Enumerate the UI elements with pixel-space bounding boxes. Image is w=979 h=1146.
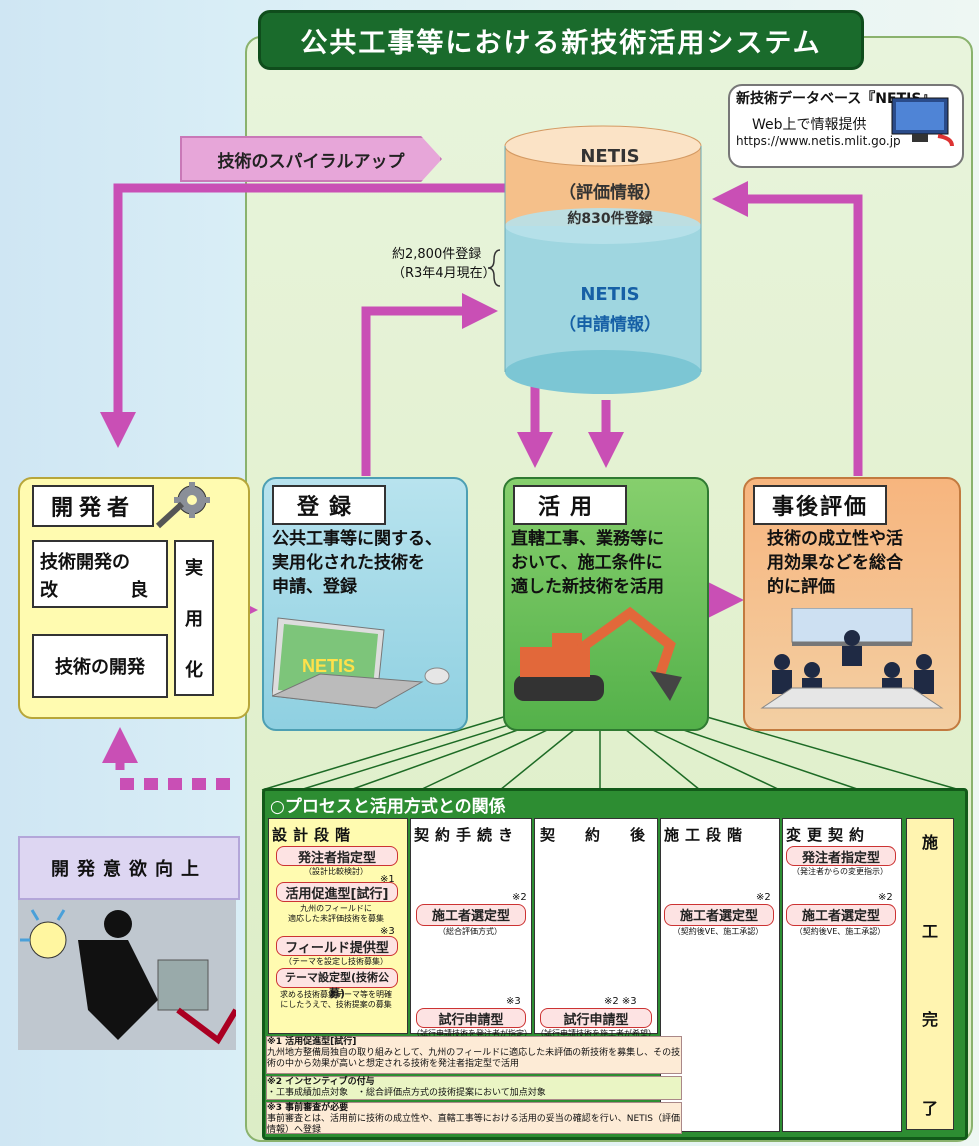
note-mark: ※3 [506, 996, 521, 1007]
lightbulb-person-icon [18, 900, 236, 1050]
evaluation-body: 技術の成立性や活 用効果などを総合 的に評価 [767, 527, 903, 599]
motivation-label: 開発意欲向上 [18, 836, 240, 900]
note-mark: ※2 [878, 892, 893, 903]
trial-application-sub: （試行申請技術を発注者が指定） [412, 1029, 532, 1038]
arrow-to-apply-info [361, 293, 498, 476]
arrow-to-eval-info [712, 181, 863, 476]
evaluation-body-line: 技術の成立性や活 [767, 529, 903, 549]
note-3-head: ※3 事前審査が必要 [267, 1103, 349, 1113]
column-after-contract [534, 818, 658, 1034]
utilize-title: 活用 [513, 485, 627, 525]
evaluation-title: 事後評価 [753, 485, 887, 525]
register-body-line: 実用化された技術を [272, 553, 425, 573]
excavator-icon [514, 606, 682, 701]
spiral-up-banner: 技術のスパイラルアップ [180, 136, 442, 182]
db-callout-line: Web上で情報提供 [752, 117, 867, 133]
improve-line2a: 改 [40, 580, 58, 601]
end-char: 施 [921, 833, 938, 852]
utilize-body-line: おいて、施工条件に [511, 553, 663, 573]
theme-setting-pill: テーマ設定型(技術公募) [276, 968, 398, 1000]
trial-application-after-pill: 試行申請型 [540, 1008, 652, 1028]
end-char: 工 [921, 921, 938, 941]
note-mark: ※2 ※3 [604, 996, 637, 1007]
utilize-body-line: 適した新技術を活用 [511, 577, 664, 597]
tech-improvement-box: 技術開発の 改 良 [32, 540, 168, 608]
practical-char: 実 [185, 558, 203, 580]
gear-wrench-icon [155, 482, 210, 529]
note-mark: ※3 [380, 926, 395, 937]
owner-designated-sub: （設計比較検討） [304, 867, 368, 876]
netis-url-link[interactable]: https://www.netis.mlit.go.jp [736, 134, 901, 148]
laptop-icon: NETIS [272, 617, 450, 709]
column-head-construction: 施工段階 [664, 826, 749, 844]
process-title: ○プロセスと活用方式との関係 [270, 797, 506, 817]
construction-selection-sub: （契約後VE、施工承認） [672, 927, 764, 936]
note-2-head: ※2 インセンティブの付与 [267, 1077, 375, 1087]
evaluation-body-line: 用効果などを総合 [767, 553, 903, 573]
registration-count: 約2,800件登録 [392, 247, 482, 262]
construction-complete-column: 施 工 完 了 [906, 818, 954, 1130]
netis-cylinder [504, 125, 702, 394]
note-1-body: 九州地方整備局独自の取り組みとして、九州のフィールドに適応した未評価の新技術を募… [267, 1048, 681, 1069]
evaluation-body-line: 的に評価 [767, 577, 835, 597]
owner-designated-pill: 発注者指定型 [276, 846, 398, 866]
practical-char: 用 [185, 608, 203, 630]
note-1: ※1 活用促進型[試行] 九州地方整備局独自の取り組みとして、九州のフィールドに… [266, 1036, 682, 1074]
register-title: 登録 [272, 485, 386, 525]
column-head-design: 設計段階 [272, 826, 357, 844]
note-2-body: ・工事成績加点対象 ・総合評価点方式の技術提案において加点対象 [267, 1088, 546, 1098]
promotion-trial-pill: 活用促進型[試行] [276, 882, 398, 902]
practical-use-column: 実 用 化 [174, 540, 214, 696]
column-head-contract: 契約手続き [414, 826, 520, 844]
netis-eval-label: （評価情報） [559, 183, 661, 203]
tech-development-box: 技術の開発 [32, 634, 168, 698]
registration-date: （R3年4月現在） [392, 266, 496, 281]
field-provision-pill: フィールド提供型 [276, 936, 398, 956]
change-selection-sub: （契約後VE、施工承認） [794, 927, 886, 936]
change-selection-pill: 施工者選定型 [786, 904, 896, 926]
note-mark: ※2 [512, 892, 527, 903]
db-callout-title: 新技術データベース『NETIS』 [736, 91, 936, 107]
note-mark: ※1 [380, 874, 395, 885]
change-owner-pill: 発注者指定型 [786, 846, 896, 866]
trial-application-pill: 試行申請型 [416, 1008, 526, 1028]
construction-selection-pill: 施工者選定型 [664, 904, 774, 926]
contractor-selection-sub: （総合評価方式） [438, 927, 502, 936]
register-body-line: 公共工事等に関する、 [272, 529, 442, 549]
column-head-change: 変更契約 [786, 826, 871, 844]
field-provision-sub: （テーマを設定し技術募集） [284, 957, 388, 966]
improve-line1: 技術開発の [40, 552, 130, 573]
contractor-selection-pill: 施工者選定型 [416, 904, 526, 926]
promotion-trial-sub: 九州のフィールドに 適応した未評価技術を募集 [288, 904, 384, 923]
change-owner-sub: （発注者からの変更指示） [792, 867, 888, 876]
theme-setting-sub: 求める技術募集テーマ等を明確 にしたうえで、技術提案の募集 [280, 990, 392, 1009]
netis-apply-name: NETIS [580, 284, 640, 305]
note-3: ※3 事前審査が必要 事前審査とは、活用前に技術の成立性や、直轄工事等における活… [266, 1102, 682, 1135]
improve-line2b: 良 [130, 580, 148, 601]
trial-application-after-sub: （試行申請技術を施工者が希望） [536, 1029, 656, 1038]
netis-eval-name: NETIS [580, 146, 640, 167]
utilize-body: 直轄工事、業務等に おいて、施工条件に 適した新技術を活用 [511, 527, 664, 599]
page-title: 公共工事等における新技術活用システム [258, 10, 864, 70]
developer-title: 開発者 [32, 485, 154, 527]
arrow-to-developer [100, 183, 505, 448]
note-2: ※2 インセンティブの付与 ・工事成績加点対象 ・総合評価点方式の技術提案におい… [266, 1076, 682, 1100]
meeting-icon [760, 608, 944, 709]
practical-char: 化 [185, 659, 203, 681]
note-1-head: ※1 活用促進型[試行] [267, 1037, 357, 1047]
column-contract [410, 818, 532, 1034]
netis-apply-label: （申請情報） [559, 315, 661, 335]
utilize-body-line: 直轄工事、業務等に [511, 529, 664, 549]
note-3-body: 事前審査とは、活用前に技術の成立性や、直轄工事等における活用の妥当の確認を行い、… [267, 1114, 681, 1135]
netis-eval-count: 約830件登録 [567, 211, 653, 227]
note-mark: ※2 [756, 892, 771, 903]
column-change [782, 818, 902, 1132]
register-body-line: 申請、登録 [272, 577, 357, 597]
end-char: 了 [921, 1098, 938, 1118]
laptop-screen-text: NETIS [302, 656, 355, 676]
computer-monitor-icon [891, 97, 954, 147]
register-body: 公共工事等に関する、 実用化された技術を 申請、登録 [272, 527, 442, 599]
end-char: 完 [921, 1010, 938, 1030]
column-head-after: 契約後 [540, 826, 676, 844]
